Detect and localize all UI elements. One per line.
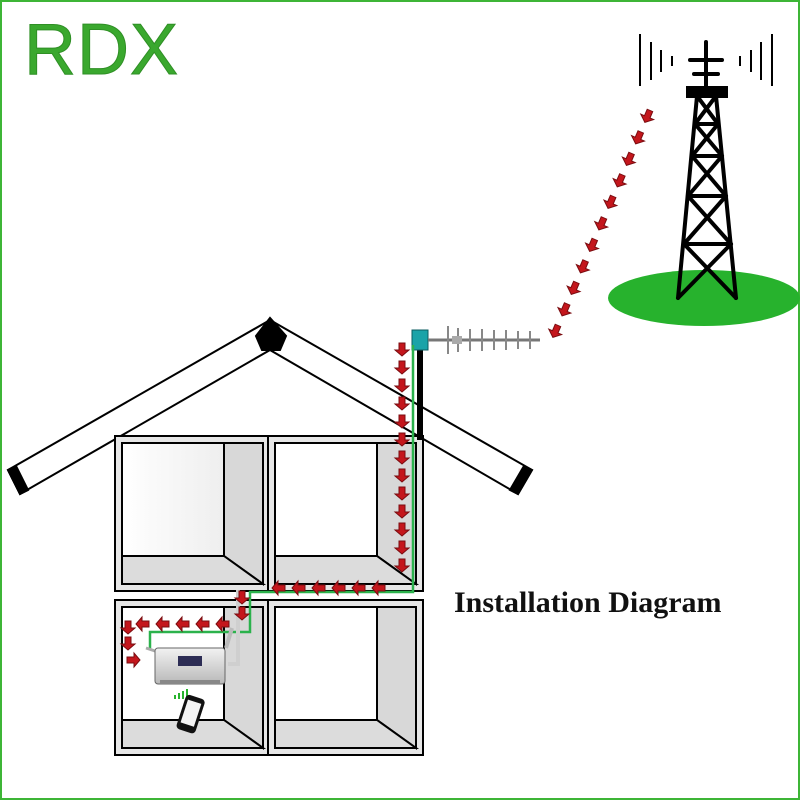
cell-tower-icon bbox=[676, 40, 738, 300]
signal-arrow bbox=[291, 579, 306, 597]
antenna-mast bbox=[417, 338, 423, 440]
signal-arrow bbox=[393, 504, 411, 519]
signal-arrow bbox=[393, 558, 411, 573]
signal-arrow bbox=[175, 615, 190, 633]
signal-arrow bbox=[393, 540, 411, 555]
signal-arrow bbox=[371, 579, 386, 597]
signal-arrow bbox=[621, 151, 637, 166]
phone-signal-icon bbox=[174, 689, 188, 699]
diagram-caption: Installation Diagram bbox=[454, 586, 722, 619]
signal-arrow bbox=[612, 173, 628, 188]
signal-path-arrows bbox=[119, 342, 411, 669]
yagi-antenna-icon bbox=[411, 326, 540, 354]
signal-arrow bbox=[630, 130, 646, 145]
signal-arrow bbox=[566, 280, 582, 295]
signal-arrow bbox=[393, 360, 411, 375]
signal-arrow bbox=[155, 615, 170, 633]
signal-arrow bbox=[393, 342, 411, 357]
smartphone-icon bbox=[176, 694, 205, 734]
signal-arrow bbox=[351, 579, 366, 597]
brand-logo-text: RDX bbox=[23, 10, 180, 90]
signal-arrow bbox=[331, 579, 346, 597]
signal-arrow bbox=[393, 432, 411, 447]
signal-arrow bbox=[311, 579, 326, 597]
signal-arrow bbox=[233, 606, 251, 621]
signal-arrow bbox=[126, 651, 141, 669]
signal-arrow bbox=[119, 620, 137, 635]
signal-wave-icon bbox=[639, 34, 773, 86]
signal-arrow bbox=[393, 396, 411, 411]
signal-arrow bbox=[593, 216, 610, 231]
signal-arrow bbox=[393, 450, 411, 465]
tower-ground bbox=[608, 270, 800, 326]
signal-arrow bbox=[393, 378, 411, 393]
house-rooms bbox=[114, 435, 424, 756]
signal-repeater-icon bbox=[145, 627, 234, 685]
signal-arrow bbox=[195, 615, 210, 633]
incoming-signal-arrows bbox=[547, 108, 656, 338]
signal-arrow bbox=[393, 522, 411, 537]
signal-arrow bbox=[547, 323, 564, 338]
signal-arrow bbox=[393, 468, 411, 483]
signal-arrow bbox=[393, 486, 411, 501]
signal-arrow bbox=[575, 259, 591, 274]
signal-arrow bbox=[233, 590, 251, 605]
signal-arrow bbox=[584, 237, 600, 252]
signal-arrow bbox=[119, 636, 137, 651]
coax-cable bbox=[148, 345, 415, 650]
signal-arrow bbox=[556, 302, 573, 317]
signal-arrow bbox=[271, 579, 286, 597]
signal-arrow bbox=[135, 615, 150, 633]
signal-arrow bbox=[639, 108, 656, 123]
signal-arrow bbox=[602, 194, 619, 209]
signal-arrow bbox=[215, 615, 230, 633]
signal-arrow bbox=[393, 414, 411, 429]
